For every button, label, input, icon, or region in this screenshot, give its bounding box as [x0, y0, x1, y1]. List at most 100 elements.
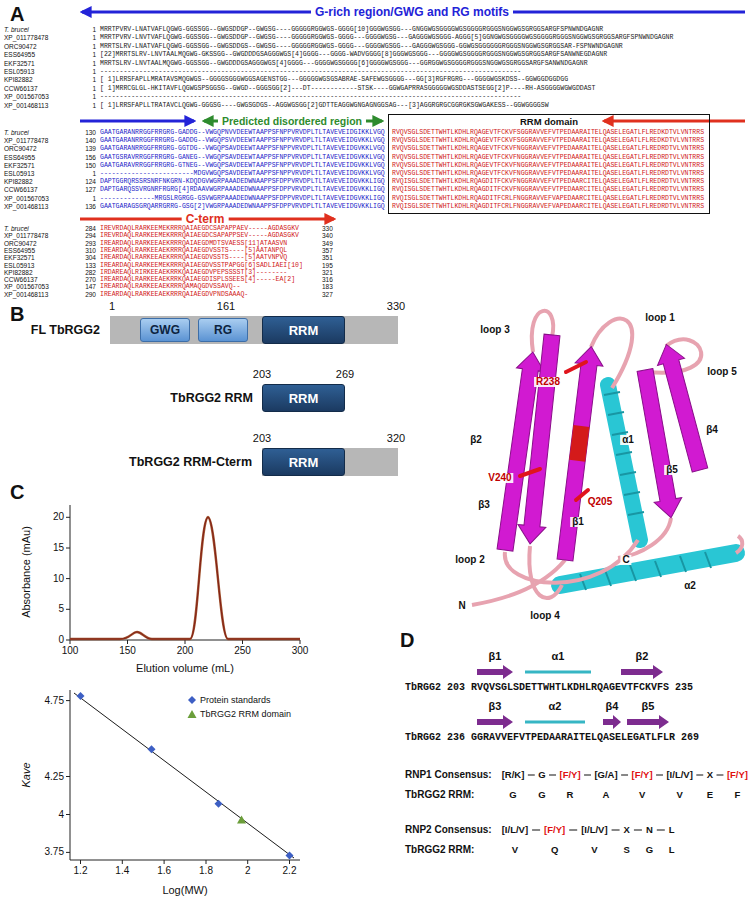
- domain-boundary: 161: [217, 301, 235, 312]
- motif-residue: E: [707, 790, 713, 800]
- accession-name: T. brucei: [4, 27, 29, 34]
- protein-bar: FL TbRGG2GWGRGRRM: [110, 316, 398, 344]
- motif-residue: G: [646, 845, 653, 855]
- motif-token: [G/A]: [594, 770, 617, 780]
- elution-curve: [70, 517, 300, 639]
- accession-name: CCW66137: [4, 86, 38, 93]
- accession-name: ESL05913: [4, 262, 34, 269]
- secondary-structure: [477, 665, 669, 729]
- accession-name: CCW66137: [4, 277, 38, 284]
- residue-number: 136: [85, 204, 96, 211]
- residue-number: 304: [85, 255, 96, 262]
- ss-label: α2: [549, 701, 562, 712]
- tick-label: 300: [292, 646, 309, 656]
- motif-residue: Q: [551, 845, 558, 855]
- residue-number: 133: [85, 262, 96, 269]
- domain-boundary: 269: [336, 369, 354, 380]
- accession-name: KPI82882: [4, 77, 33, 84]
- dash: [569, 830, 577, 831]
- sequence-row: IREARDAQLRARKEEMEKRRRQAIAEGDVSSTPAPGG[6]…: [100, 262, 303, 269]
- legend-entry: Protein standards: [200, 696, 271, 705]
- helix-bar: [525, 671, 591, 674]
- motif-residue: V: [676, 790, 682, 800]
- accession-name: ESS64955: [4, 248, 35, 255]
- accession-name: XP_001567053: [4, 284, 49, 291]
- fit-line: [74, 693, 294, 858]
- loop: [618, 518, 671, 558]
- sequence-row: IREARDAQLRARKEEAEKRRRQAIAEGDVSSTS----[5]…: [100, 248, 287, 255]
- sequence-row: DAPTGARQSSVRGNRFRGRG[4]RDAAVWGRPAAADEDWN…: [100, 187, 385, 194]
- domain-boundary: 320: [387, 433, 405, 444]
- motif-residue: V: [591, 845, 597, 855]
- dash: [717, 775, 724, 776]
- dash: [634, 830, 642, 831]
- motif-token: [F/Y]: [559, 770, 580, 780]
- structure-label: R238: [534, 377, 562, 387]
- tick-label: 1.2: [74, 866, 88, 876]
- ss-label: β3: [489, 701, 502, 712]
- residue-number: 351: [322, 255, 333, 262]
- legend-marker: [188, 710, 197, 718]
- sequence-row: RVQVSGLSDETTWHTLKDHLRQAGEVTFCKVFSGGRAVVE…: [392, 138, 704, 145]
- region-banner: G-rich region/GWG and RG motifs: [311, 6, 513, 18]
- motif-token: [I/L/V]: [502, 825, 528, 835]
- residue-number: 156: [85, 154, 96, 161]
- accession-name: XP_011778478: [4, 35, 48, 42]
- residue-number: 330: [322, 226, 333, 233]
- domain-box: TbRGG2 RRMRRM: [262, 384, 345, 412]
- dash: [612, 830, 620, 831]
- residue-number: 195: [322, 262, 333, 269]
- motif-token: [F/Y]: [632, 770, 653, 780]
- domain-name: RRM: [289, 392, 319, 405]
- motif-dashes: [528, 775, 724, 830]
- domain-name: RRM: [289, 456, 319, 469]
- strand-arrow: [627, 715, 669, 729]
- loop: [529, 546, 562, 598]
- beta-strand: [516, 334, 566, 546]
- side-chain: [566, 362, 586, 372]
- residue-number: 282: [85, 270, 96, 277]
- residue-number: 130: [85, 130, 96, 137]
- structure-label: loop 2: [453, 555, 486, 565]
- motif-residue: F: [735, 790, 741, 800]
- panel-letter: A: [10, 4, 24, 24]
- residue-number: 290: [85, 291, 96, 298]
- accession-name: XP_001468113: [4, 291, 48, 298]
- tick-label: 4.25: [45, 772, 64, 782]
- motif-token: N: [646, 825, 653, 835]
- sequence-row: IREVRDAQLRARKEEMEKRRRQAIAEGDCSAPAPPAEV--…: [100, 226, 299, 233]
- sequence-row: GAATGARANRRGGFRRGRG-GGTDG--VWGQPSAVDEEWT…: [100, 146, 385, 153]
- strand-arrow: [477, 665, 513, 679]
- residue-number: 1: [92, 69, 96, 76]
- tick-label: 20: [53, 512, 64, 522]
- sequence-line: TbRGG2 203 RVQVSGLSDETTWHTLKDHLRQAGEVTFC…: [405, 683, 693, 693]
- motif-residue: S: [624, 845, 630, 855]
- tick-marks: [66, 517, 300, 644]
- accession-name: XP_001468113: [4, 102, 48, 109]
- motif-token: [I/L/V]: [581, 825, 607, 835]
- domain-box: RG: [198, 318, 248, 342]
- sequence-row: MRRTPVRV-LNATVAFLQGWG-GGSSGG--GWGSDDGP--…: [100, 27, 603, 34]
- highlight: [569, 425, 589, 462]
- motif-header: RNP2 Consensus:: [405, 825, 492, 835]
- tick-label: 2.2: [283, 866, 297, 876]
- dash: [696, 775, 703, 776]
- axis: [70, 690, 300, 860]
- sequence-row: --------------MRGSLRGRGG-GSVWGRPAAADEDWN…: [100, 195, 385, 202]
- protein-structure: [472, 311, 742, 605]
- region-arrow: [604, 120, 745, 123]
- sequence-row: RVQVSGLSDETTWHTLKDHLRQAGEVTFCKVFNGGRAVVE…: [392, 163, 704, 170]
- ss-label: β1: [489, 651, 502, 662]
- tick-label: 1.8: [199, 866, 213, 876]
- construct-name: TbRGG2 RRM: [170, 392, 253, 405]
- accession-name: XP_001567053: [4, 94, 49, 101]
- residue-number: 294: [85, 233, 96, 240]
- domain-boundary: 1: [109, 301, 115, 312]
- residue-number: 1: [92, 77, 96, 84]
- residue-number: 293: [85, 240, 96, 247]
- axis: [70, 505, 300, 640]
- sequence-row: IREVRDAQLRARKEEMEKRRRQAIAEGDCSAPAPPSEV--…: [100, 233, 299, 240]
- strand-arrow: [621, 665, 663, 679]
- motif-token: G: [538, 770, 545, 780]
